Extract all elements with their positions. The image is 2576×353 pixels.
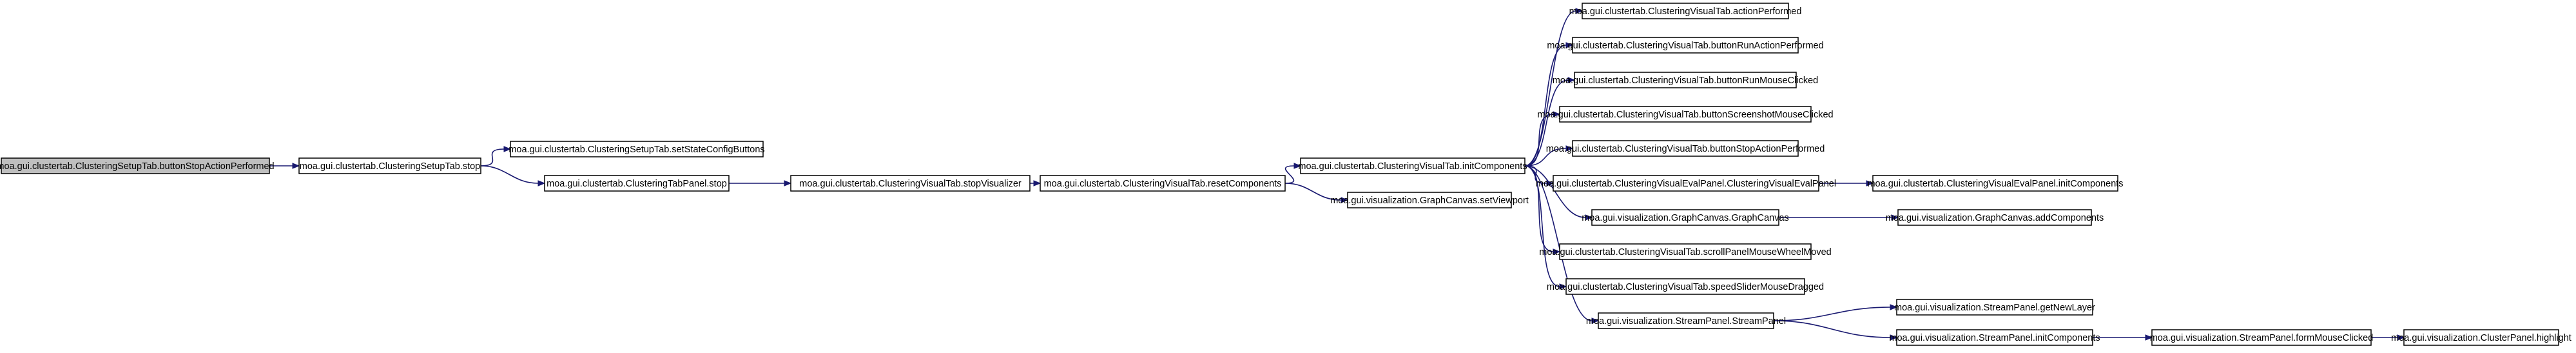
- edge-n15-n16: [1779, 214, 1899, 221]
- node-box: [790, 175, 1031, 192]
- node-label: moa.gui.clustertab.ClusteringVisualTab.b…: [1553, 76, 1818, 86]
- node-n8[interactable]: moa.gui.clustertab.ClusteringVisualTab.a…: [1569, 3, 1802, 19]
- node-n6[interactable]: moa.gui.clustertab.ClusteringVisualTab.i…: [1298, 157, 1527, 174]
- node-box: [1896, 329, 2093, 346]
- edge-n6-n8: [1524, 8, 1583, 166]
- node-n23[interactable]: moa.gui.visualization.ClusterPanel.highl…: [2391, 329, 2571, 346]
- edge-n6-n11: [1524, 111, 1561, 166]
- node-label: moa.gui.clustertab.ClusteringSetupTab.st…: [300, 161, 481, 172]
- node-box: [1582, 3, 1789, 19]
- edge-n1-n2: [480, 146, 512, 166]
- node-label: moa.gui.clustertab.ClusteringTabPanel.st…: [547, 179, 727, 189]
- node-n16[interactable]: moa.gui.visualization.GraphCanvas.addCom…: [1886, 209, 2104, 226]
- node-label: moa.gui.clustertab.ClusteringVisualEvalP…: [1536, 179, 1836, 189]
- node-box: [2403, 329, 2559, 346]
- node-box: [1872, 175, 2118, 192]
- node-n9[interactable]: moa.gui.clustertab.ClusteringVisualTab.b…: [1547, 37, 1824, 54]
- node-box: [510, 141, 764, 157]
- edge-n1-n3: [480, 165, 546, 187]
- node-box: [1040, 175, 1286, 192]
- node-box: [1, 157, 270, 174]
- node-box: [1598, 312, 1774, 329]
- node-label: moa.gui.visualization.StreamPanel.initCo…: [1889, 333, 2100, 343]
- node-box: [1896, 299, 2093, 316]
- node-n3[interactable]: moa.gui.clustertab.ClusteringTabPanel.st…: [544, 175, 730, 192]
- node-label: moa.gui.clustertab.ClusteringVisualTab.r…: [1044, 179, 1282, 189]
- node-n5[interactable]: moa.gui.clustertab.ClusteringVisualTab.r…: [1040, 175, 1286, 192]
- node-n21[interactable]: moa.gui.visualization.StreamPanel.initCo…: [1889, 329, 2100, 346]
- edge-n13-n14: [1819, 180, 1874, 187]
- node-n17[interactable]: moa.gui.clustertab.ClusteringVisualTab.s…: [1539, 243, 1832, 260]
- node-n22[interactable]: moa.gui.visualization.StreamPanel.formMo…: [2150, 329, 2374, 346]
- node-label: moa.gui.visualization.StreamPanel.formMo…: [2150, 333, 2374, 343]
- node-n13[interactable]: moa.gui.clustertab.ClusteringVisualEvalP…: [1536, 175, 1836, 192]
- node-box: [1559, 243, 1812, 260]
- edge-n6-n10: [1524, 77, 1576, 166]
- edge-n6-n18: [1524, 165, 1567, 290]
- node-label: moa.gui.visualization.StreamPanel.Stream…: [1586, 316, 1786, 327]
- nodes-layer: moa.gui.clustertab.ClusteringSetupTab.bu…: [0, 3, 2571, 346]
- edge-n19-n21: [1773, 320, 1898, 341]
- node-label: moa.gui.clustertab.ClusteringVisualTab.s…: [1547, 282, 1824, 292]
- node-n12[interactable]: moa.gui.clustertab.ClusteringVisualTab.b…: [1546, 140, 1825, 157]
- edge-n21-n22: [2092, 334, 2153, 341]
- node-box: [1591, 209, 1779, 226]
- node-label: moa.gui.visualization.StreamPanel.getNew…: [1894, 303, 2095, 313]
- node-n7[interactable]: moa.gui.visualization.GraphCanvas.setVie…: [1330, 192, 1529, 208]
- node-box: [1565, 278, 1805, 295]
- node-label: moa.gui.clustertab.ClusteringVisualTab.s…: [1539, 247, 1832, 257]
- node-box: [1574, 72, 1797, 88]
- node-box: [1553, 175, 1819, 192]
- node-label: moa.gui.visualization.GraphCanvas.GraphC…: [1582, 213, 1789, 223]
- node-n19[interactable]: moa.gui.visualization.StreamPanel.Stream…: [1586, 312, 1786, 329]
- node-box: [1572, 140, 1799, 157]
- node-label: moa.gui.clustertab.ClusteringVisualTab.a…: [1569, 6, 1802, 17]
- node-n4[interactable]: moa.gui.clustertab.ClusteringVisualTab.s…: [790, 175, 1031, 192]
- node-box: [1300, 157, 1525, 174]
- node-label: moa.gui.clustertab.ClusteringVisualTab.i…: [1298, 161, 1527, 172]
- node-label: moa.gui.clustertab.ClusteringVisualTab.b…: [1547, 41, 1823, 51]
- edge-n5-n7: [1284, 183, 1349, 203]
- node-n18[interactable]: moa.gui.clustertab.ClusteringVisualTab.s…: [1547, 278, 1824, 295]
- node-label: moa.gui.clustertab.ClusteringSetupTab.se…: [508, 145, 764, 155]
- node-n0[interactable]: moa.gui.clustertab.ClusteringSetupTab.bu…: [0, 157, 275, 174]
- edge-n6-n9: [1524, 42, 1574, 166]
- node-n10[interactable]: moa.gui.clustertab.ClusteringVisualTab.b…: [1553, 72, 1818, 88]
- node-n1[interactable]: moa.gui.clustertab.ClusteringSetupTab.st…: [298, 157, 481, 174]
- node-label: moa.gui.clustertab.ClusteringSetupTab.bu…: [0, 161, 275, 172]
- node-n2[interactable]: moa.gui.clustertab.ClusteringSetupTab.se…: [508, 141, 765, 157]
- edge-n0-n1: [269, 163, 300, 169]
- node-label: moa.gui.visualization.GraphCanvas.setVie…: [1330, 196, 1529, 206]
- node-label: moa.gui.clustertab.ClusteringVisualTab.b…: [1546, 144, 1825, 154]
- node-box: [2151, 329, 2372, 346]
- node-n20[interactable]: moa.gui.visualization.StreamPanel.getNew…: [1894, 299, 2095, 316]
- node-n14[interactable]: moa.gui.clustertab.ClusteringVisualEvalP…: [1867, 175, 2124, 192]
- node-box: [298, 157, 481, 174]
- edge-n3-n4: [729, 180, 792, 187]
- node-label: moa.gui.clustertab.ClusteringVisualEvalP…: [1867, 179, 2123, 189]
- edge-n5-n6: [1284, 163, 1302, 184]
- node-label: moa.gui.clustertab.ClusteringVisualTab.b…: [1537, 110, 1833, 120]
- node-box: [1572, 37, 1799, 54]
- node-n15[interactable]: moa.gui.visualization.GraphCanvas.GraphC…: [1582, 209, 1789, 226]
- edge-n19-n20: [1773, 304, 1898, 321]
- edge-n22-n23: [2370, 334, 2405, 341]
- node-label: moa.gui.clustertab.ClusteringVisualTab.s…: [799, 179, 1022, 189]
- node-label: moa.gui.visualization.ClusterPanel.highl…: [2391, 333, 2571, 343]
- edge-n6-n12: [1524, 145, 1574, 166]
- node-box: [1897, 209, 2092, 226]
- edge-n6-n19: [1524, 165, 1600, 324]
- node-box: [544, 175, 730, 192]
- edge-n6-n15: [1524, 165, 1593, 221]
- node-label: moa.gui.visualization.GraphCanvas.addCom…: [1886, 213, 2104, 223]
- node-n11[interactable]: moa.gui.clustertab.ClusteringVisualTab.b…: [1537, 106, 1834, 123]
- node-box: [1559, 106, 1812, 123]
- node-box: [1347, 192, 1512, 208]
- edges-layer: [269, 8, 2405, 341]
